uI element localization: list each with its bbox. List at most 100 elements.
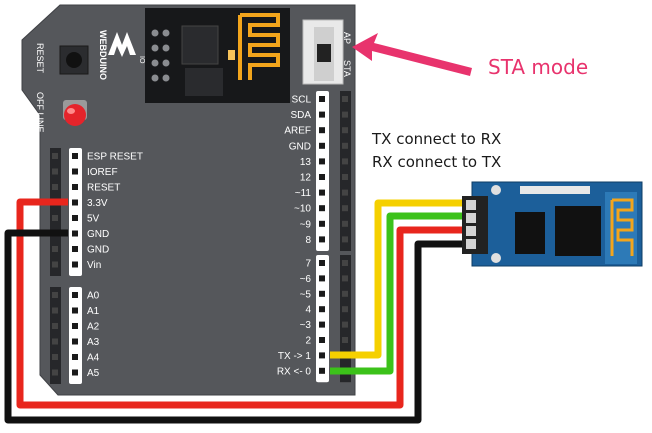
analog-header-hole[interactable]: [72, 323, 78, 329]
digital-header-high-pin-label: SDA: [290, 110, 311, 121]
offline-led: [63, 100, 87, 126]
digital-header-low-outer-hole: [342, 275, 348, 282]
power-header-hole[interactable]: [72, 184, 78, 190]
digital-header-high-outer-hole: [342, 189, 348, 196]
power-header-hole[interactable]: [72, 215, 78, 221]
power-header-strip: [69, 148, 82, 276]
analog-header-outer-hole: [52, 338, 58, 345]
power-header-outer-hole: [52, 153, 58, 159]
bt-antenna-icon: [610, 198, 634, 256]
analog-header-pin-label: A1: [87, 306, 100, 317]
power-header-pin-label: 3.3V: [87, 198, 108, 209]
digital-header-high-outer-hole: [342, 220, 348, 227]
digital-header-high-hole[interactable]: [319, 205, 325, 212]
digital-header-high-hole[interactable]: [319, 220, 325, 227]
analog-header-outer-header: [50, 287, 61, 384]
analog-header-pin-label: A3: [87, 337, 100, 348]
wire-black-ground: [4, 229, 462, 424]
analog-header-outer-hole: [52, 354, 58, 360]
digital-header-low-hole[interactable]: [319, 260, 325, 266]
power-header-outer-hole: [52, 184, 58, 190]
wifi-antenna-icon: [238, 13, 280, 80]
digital-header-high-outer-hole: [342, 174, 348, 180]
power-header-hole[interactable]: [72, 261, 78, 268]
digital-header-low-strip: [316, 255, 329, 383]
power-header-outer-header: [50, 148, 61, 276]
power-header-outer-hole: [52, 261, 58, 268]
power-header-pin-label: GND: [87, 245, 109, 256]
power-header-outer-hole: [52, 246, 58, 252]
digital-header-high-outer-hole: [342, 236, 348, 243]
digital-header-low-pin-label: TX -> 1: [278, 351, 312, 362]
analog-header-outer-hole: [52, 323, 58, 329]
note-tx-rx: TX connect to RX: [371, 130, 501, 148]
analog-header-hole[interactable]: [72, 338, 78, 345]
digital-header-high-outer-hole: [342, 127, 348, 134]
sta-mode-callout: STA mode: [488, 55, 588, 79]
pin-headers: ESP RESETIOREFRESET3.3V5VGNDGNDVinA0A1A2…: [50, 91, 351, 384]
power-header-hole[interactable]: [72, 246, 78, 252]
digital-header-low-pin-label: RX <- 0: [277, 366, 312, 377]
power-header-pin-label: Vin: [87, 260, 101, 271]
ap-sta-switch[interactable]: AP STA: [302, 19, 352, 85]
digital-header-low-hole[interactable]: [319, 321, 325, 328]
power-header-hole[interactable]: [72, 153, 78, 159]
analog-header-hole[interactable]: [72, 307, 78, 314]
brand-sup: IO: [138, 56, 145, 64]
digital-header-high-pin-label: AREF: [284, 126, 311, 137]
analog-header-outer-hole: [52, 307, 58, 314]
analog-header-pin-label: A2: [87, 322, 100, 333]
analog-header-pin-label: A4: [87, 353, 100, 364]
bluetooth-module: [462, 181, 643, 267]
power-header-hole[interactable]: [72, 168, 78, 175]
power-header-pin-label: 5V: [87, 214, 100, 225]
digital-header-high-hole[interactable]: [319, 127, 325, 134]
brand-name: WEBDUINO: [98, 30, 108, 80]
digital-header-high-hole[interactable]: [319, 189, 325, 196]
digital-header-high-pin-label: ~10: [294, 204, 311, 215]
digital-header-low-hole[interactable]: [319, 352, 325, 359]
power-header-hole[interactable]: [72, 199, 78, 206]
digital-header-low-hole[interactable]: [319, 337, 325, 343]
digital-header-high-hole[interactable]: [319, 111, 325, 118]
wire-red-power: [16, 198, 462, 409]
digital-header-high-outer-header: [340, 91, 351, 251]
digital-header-low-outer-hole: [342, 337, 348, 343]
digital-header-high-hole[interactable]: [319, 158, 325, 165]
digital-header-low-outer-hole: [342, 321, 348, 328]
sta-mode-arrow-icon: [352, 33, 472, 76]
wires: [4, 198, 462, 424]
digital-header-high-hole[interactable]: [319, 142, 325, 149]
digital-header-high-outer-hole: [342, 111, 348, 118]
analog-header-hole[interactable]: [72, 369, 78, 376]
wire-green-rx: [330, 212, 462, 375]
reset-button[interactable]: [59, 45, 89, 75]
digital-header-high-pin-label: GND: [289, 141, 311, 152]
note-rx-tx: RX connect to TX: [372, 153, 501, 171]
digital-header-high-pin-label: ~11: [295, 188, 312, 199]
power-header-outer-hole: [52, 168, 58, 175]
analog-header-strip: [69, 287, 82, 384]
analog-header-outer-hole: [52, 369, 58, 376]
digital-header-low-pin-label: ~3: [300, 320, 312, 331]
digital-header-high-hole[interactable]: [319, 96, 325, 102]
ap-label: AP: [342, 32, 352, 44]
digital-header-low-pin-label: 4: [305, 305, 311, 316]
digital-header-low-hole[interactable]: [319, 367, 325, 374]
analog-header-outer-hole: [52, 292, 58, 298]
esp-module: [145, 8, 290, 103]
digital-header-high-hole[interactable]: [319, 236, 325, 243]
digital-header-high-hole[interactable]: [319, 174, 325, 180]
digital-header-low-pin-label: 2: [305, 336, 311, 347]
digital-header-low-outer-hole: [342, 290, 348, 297]
power-header-hole[interactable]: [72, 230, 78, 237]
digital-header-low-hole[interactable]: [319, 306, 325, 313]
analog-header-hole[interactable]: [72, 354, 78, 360]
offline-label: OFF LINE: [35, 92, 45, 133]
digital-header-low-hole[interactable]: [319, 290, 325, 297]
analog-header-pin-label: A5: [87, 368, 100, 379]
digital-header-low-hole[interactable]: [319, 275, 325, 282]
power-header-outer-hole: [52, 215, 58, 221]
analog-header-hole[interactable]: [72, 292, 78, 298]
